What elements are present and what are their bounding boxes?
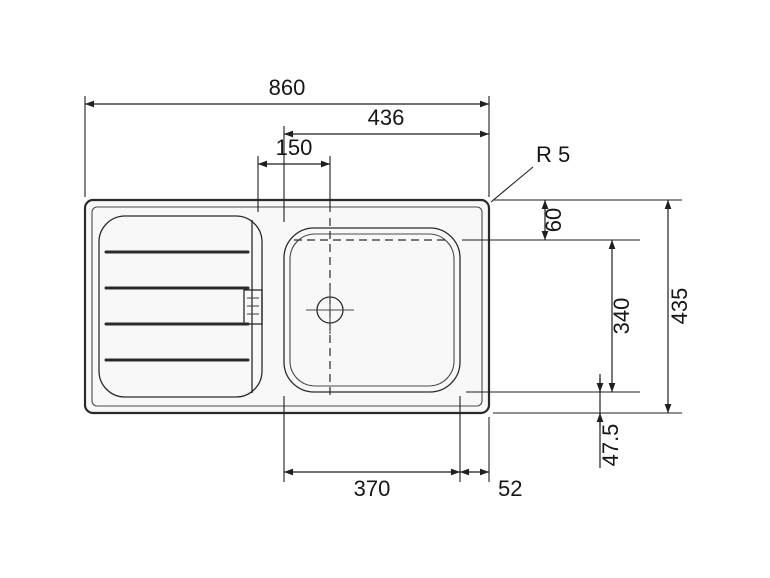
dimension-bowl-width: 370 xyxy=(283,396,461,501)
bowl-width-label: 370 xyxy=(354,476,391,501)
dimension-overall-depth: 435 xyxy=(493,199,692,414)
dimension-bowl-front-to-back: 340 xyxy=(466,240,640,393)
bowl-front-to-back-label: 340 xyxy=(609,298,634,335)
drain-center-offset-label: 150 xyxy=(276,135,313,160)
leader-line xyxy=(490,166,534,203)
dimension-bowl-zone-width: 436 xyxy=(283,105,489,222)
bowl-to-bottom-edge-label: 47.5 xyxy=(598,424,623,467)
overall-width-label: 860 xyxy=(269,75,306,100)
bowl-to-right-edge-label: 52 xyxy=(498,476,522,501)
overflow-plate xyxy=(243,289,263,325)
dimension-bowl-to-right-edge: 52 xyxy=(460,417,522,501)
drain-icon xyxy=(306,286,354,334)
bowl-zone-width-label: 436 xyxy=(368,105,405,130)
corner-radius-callout: R 5 xyxy=(490,142,570,203)
corner-radius-label: R 5 xyxy=(536,142,570,167)
sink-outer-edge xyxy=(83,198,491,415)
overall-depth-label: 435 xyxy=(667,288,692,325)
drainboard xyxy=(98,215,263,398)
sink-body xyxy=(83,198,491,415)
overflow-detail xyxy=(243,289,263,325)
bowl-inner-edge xyxy=(289,233,455,387)
sink-inner-rim xyxy=(91,206,483,407)
bowl-outer-edge xyxy=(283,227,461,393)
dimension-bowl-to-bottom-edge: 47.5 xyxy=(596,374,623,468)
dimension-drain-center-offset: 150 xyxy=(257,135,331,212)
bowl xyxy=(283,218,461,398)
top-edge-to-bowl-label: 60 xyxy=(541,208,566,232)
dimension-overall-width: 860 xyxy=(84,75,490,197)
